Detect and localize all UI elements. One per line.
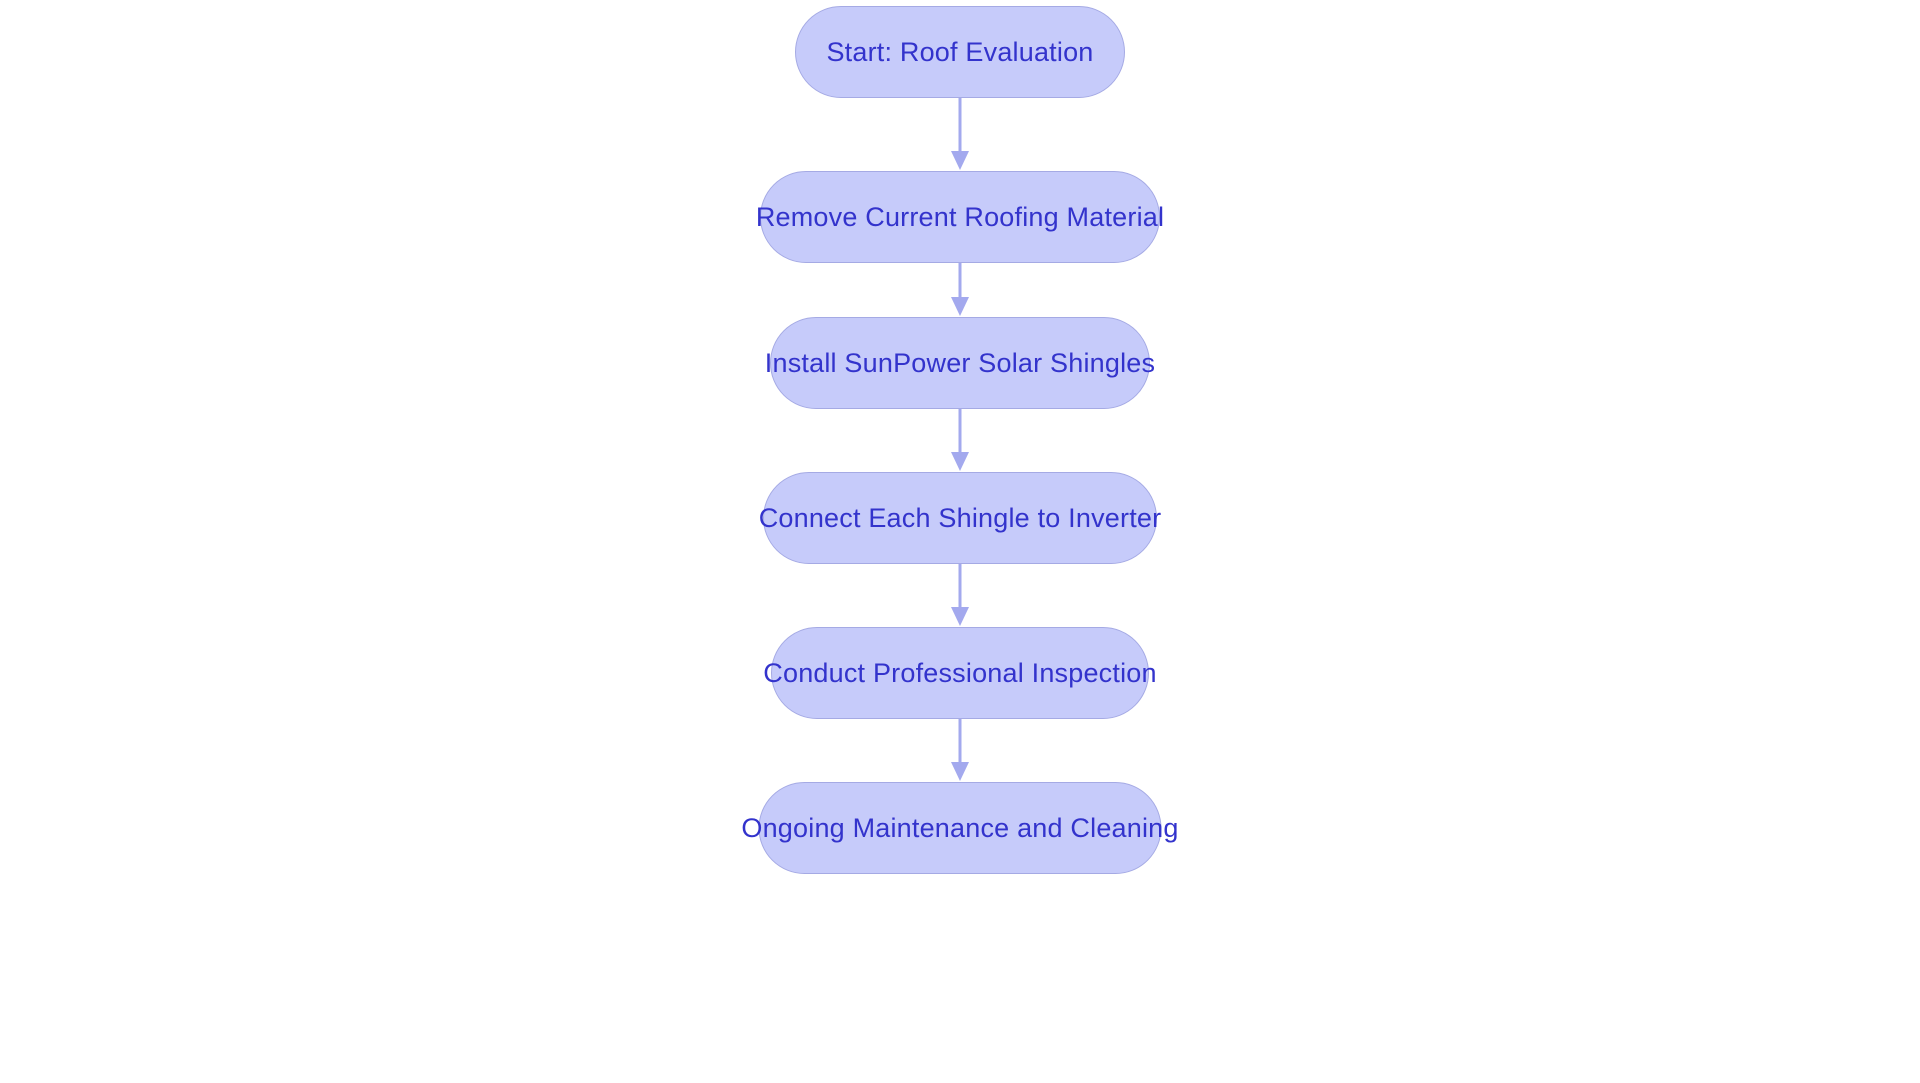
flow-node-ongoing-maintenance[interactable]: Ongoing Maintenance and Cleaning bbox=[741, 782, 1178, 874]
flow-node-label: Remove Current Roofing Material bbox=[755, 201, 1165, 232]
flow-node-conduct-professional-inspection[interactable]: Conduct Professional Inspection bbox=[763, 627, 1157, 719]
flow-node-label: Connect Each Shingle to Inverter bbox=[758, 502, 1162, 533]
flow-connector-arrow-3 bbox=[945, 409, 975, 472]
flow-node-label: Conduct Professional Inspection bbox=[763, 657, 1157, 688]
flow-node-connect-shingle-inverter[interactable]: Connect Each Shingle to Inverter bbox=[759, 472, 1161, 564]
flow-connector-arrow-4 bbox=[945, 564, 975, 627]
flow-connector-arrow-2 bbox=[945, 263, 975, 317]
flow-node-label: Ongoing Maintenance and Cleaning bbox=[741, 812, 1179, 843]
flow-connector-arrow-1 bbox=[945, 98, 975, 171]
flow-node-install-sunpower-shingles[interactable]: Install SunPower Solar Shingles bbox=[765, 317, 1155, 409]
flow-node-remove-current-roofing[interactable]: Remove Current Roofing Material bbox=[756, 171, 1164, 263]
flow-connector-arrow-5 bbox=[945, 719, 975, 782]
flow-node-label: Start: Roof Evaluation bbox=[826, 36, 1094, 67]
flow-node-label: Install SunPower Solar Shingles bbox=[764, 347, 1156, 378]
flow-node-start-roof-evaluation[interactable]: Start: Roof Evaluation bbox=[795, 6, 1125, 98]
